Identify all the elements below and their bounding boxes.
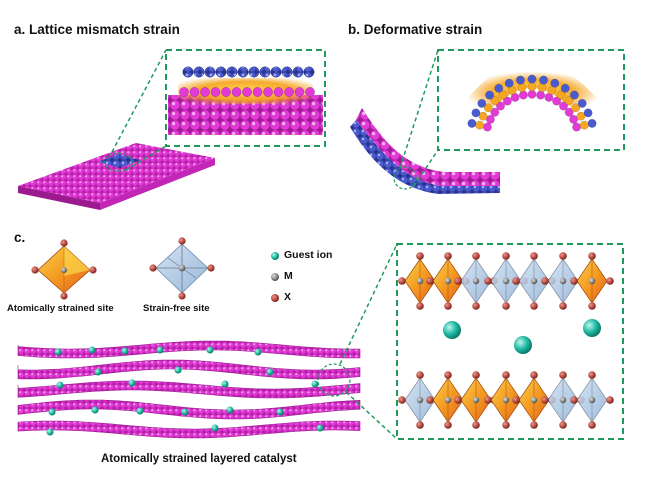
substrate-slab-side [100, 158, 215, 210]
zoom-line-b-top [399, 49, 439, 169]
m-legend-label: M [284, 270, 293, 282]
inset-c-top-layer [398, 252, 614, 310]
panel-a-illustration [18, 49, 326, 210]
substrate-slab-top [18, 143, 215, 203]
panel-b-title: b. Deformative strain [348, 22, 483, 37]
panel-a-title: a. Lattice mismatch strain [14, 22, 180, 37]
inset-b-arch-atoms [467, 74, 597, 132]
bent-sheet-blue-edge [350, 120, 500, 194]
zoom-circle-a [103, 152, 133, 172]
catalyst-caption: Atomically strained layered catalyst [101, 453, 297, 465]
zoom-line-a-top [111, 49, 167, 153]
inset-c-bottom-layer [398, 371, 614, 429]
panel-c-title: c. [14, 230, 26, 245]
zoom-line-b-bottom [413, 149, 439, 187]
inset-c-guest-ions [443, 319, 601, 354]
inset-a-overlayer-row [179, 66, 315, 97]
zoom-line-a-bottom [125, 145, 167, 171]
m-legend-icon [271, 273, 279, 281]
strain-free-site-label: Strain-free site [143, 303, 210, 314]
guest-ion-legend-icon [271, 252, 279, 260]
guest-ion-legend-label: Guest ion [284, 249, 333, 261]
strain-free-octahedron [149, 237, 215, 300]
zoom-circle-c [317, 363, 351, 397]
x-legend-label: X [284, 291, 292, 303]
substrate-slab-front [18, 186, 100, 210]
layered-catalyst [17, 340, 361, 439]
zoom-line-c-top [339, 243, 398, 365]
panel-b-illustration [350, 49, 625, 194]
bent-sheet [356, 108, 500, 186]
zoom-circle-b [393, 166, 417, 190]
strained-site-label: Atomically strained site [7, 303, 114, 314]
zoom-line-c-bottom [345, 391, 398, 440]
strained-octahedron [31, 239, 97, 300]
x-legend-icon [271, 294, 279, 302]
